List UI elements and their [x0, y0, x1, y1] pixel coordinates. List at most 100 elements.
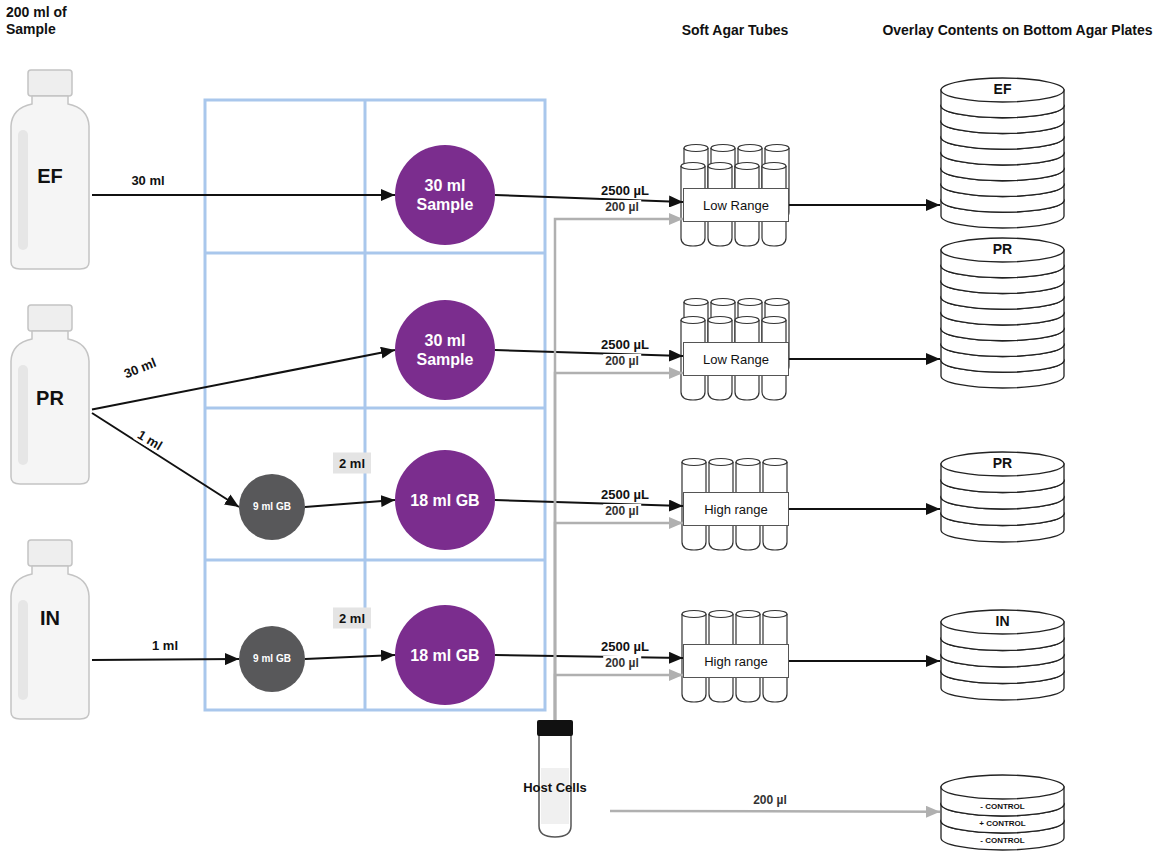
volume-label: 200 µl [603, 504, 641, 518]
volume-label: 2500 µL [599, 639, 651, 654]
flow-arrow [610, 810, 940, 813]
sample-bottle-shape [8, 540, 92, 720]
node-text: Host Cells [490, 780, 620, 795]
shape-part [541, 768, 569, 824]
host-cell-tube-shape [500, 720, 610, 838]
tube-range-label: Low Range [683, 188, 789, 222]
shape-part [239, 474, 305, 540]
node-text: - CONTROL [940, 802, 1065, 812]
agar-plate-stack: PR [940, 238, 1065, 388]
node-text: Low Range [703, 198, 769, 213]
column-header: 200 ml of Sample [6, 4, 106, 38]
column-header: Soft Agar Tubes [650, 22, 820, 39]
shape-part [395, 145, 495, 245]
volume-label: 200 µl [603, 354, 641, 368]
plate-lid [941, 78, 1064, 102]
node-text: High range [704, 502, 768, 517]
dilution-circle: 9 ml GB [239, 474, 305, 540]
flow-arrow [92, 194, 395, 196]
grid-line [205, 559, 545, 562]
plate-lid [941, 610, 1064, 634]
dilution-circle: 9 ml GB [239, 626, 305, 692]
tube-rim [738, 145, 762, 152]
shape-part [395, 605, 495, 705]
sample-circle: 30 ml Sample [395, 145, 495, 245]
node-text: 9 ml GB [252, 653, 292, 665]
node-text: IN [8, 606, 92, 630]
shape-part [11, 566, 89, 719]
flow-arrow [789, 204, 940, 206]
node-text: EF [940, 81, 1065, 98]
soft-agar-tubes [681, 145, 789, 703]
tube-rim [709, 459, 733, 466]
flow-arrow [555, 219, 683, 720]
node-text: EF [8, 164, 92, 188]
node-text: 9 ml GB [252, 501, 292, 513]
tube-range-label: Low Range [683, 342, 789, 376]
agar-plate-stack-shape [940, 78, 1065, 228]
volume-label: 30 ml [120, 354, 160, 382]
agar-plate-stack: EF [940, 78, 1065, 228]
grid-line [205, 252, 545, 255]
agar-plate-stack: PR [940, 452, 1065, 542]
tube-rim [736, 459, 760, 466]
node-text: 30 ml Sample [403, 176, 487, 214]
volume-label: 2 ml [333, 608, 371, 629]
plate-lid [941, 452, 1064, 476]
tube-rim [684, 145, 708, 152]
tube-rim [681, 317, 705, 324]
volume-label: 2500 µL [599, 183, 651, 198]
tube-rim [708, 163, 732, 170]
column-header: Overlay Contents on Bottom Agar Plates [880, 22, 1155, 39]
tube-rim [681, 163, 705, 170]
flow-arrow [92, 659, 239, 660]
node-text: 18 ml GB [403, 491, 487, 510]
shape-part [239, 626, 305, 692]
tube-rim [762, 317, 786, 324]
blue-grid [205, 100, 545, 710]
flow-arrow [555, 523, 683, 720]
node-text: + CONTROL [940, 819, 1065, 829]
shape-part [28, 540, 72, 566]
tube-rim [763, 459, 787, 466]
control-plate-stack: - CONTROL+ CONTROL- CONTROL [940, 775, 1065, 850]
tube-range-label: High range [683, 492, 789, 526]
tube-rim [709, 611, 733, 618]
shape-part [18, 365, 28, 465]
node-text: PR [940, 455, 1065, 472]
volume-label: 200 µl [751, 793, 789, 807]
tube-rim [682, 459, 706, 466]
tube-rim [765, 145, 789, 152]
shape-part [18, 130, 28, 250]
tube-range-label: High range [683, 644, 789, 678]
agar-plate-stack-shape [940, 238, 1065, 388]
flow-arrow [495, 195, 683, 202]
host-cell-tube: Host Cells [500, 720, 610, 838]
flow-arrow [305, 500, 395, 507]
flow-arrow [789, 508, 940, 510]
sample-bottle: PR [8, 305, 92, 485]
volume-label: 30 ml [129, 173, 166, 188]
node-text: IN [940, 613, 1065, 630]
tube-rim [735, 163, 759, 170]
flow-arrow [495, 500, 683, 506]
node-text: PR [940, 241, 1065, 258]
tube-rack [681, 145, 789, 247]
sample-circle-shape [395, 145, 495, 245]
flow-arrow [555, 373, 683, 720]
flow-arrow [495, 655, 683, 658]
sample-bottle: IN [8, 540, 92, 720]
tube-rim [684, 299, 708, 306]
flow-arrow [92, 350, 395, 409]
flow-arrow [92, 413, 239, 507]
node-text: Low Range [703, 352, 769, 367]
tube-rim [738, 299, 762, 306]
tube-rim [682, 611, 706, 618]
node-text: 18 ml GB [403, 646, 487, 665]
plate-lid [941, 238, 1064, 262]
node-text: High range [704, 654, 768, 669]
flow-arrow [789, 660, 940, 662]
sample-circle-shape [395, 300, 495, 400]
tube-rim [735, 317, 759, 324]
shape-part [395, 450, 495, 550]
